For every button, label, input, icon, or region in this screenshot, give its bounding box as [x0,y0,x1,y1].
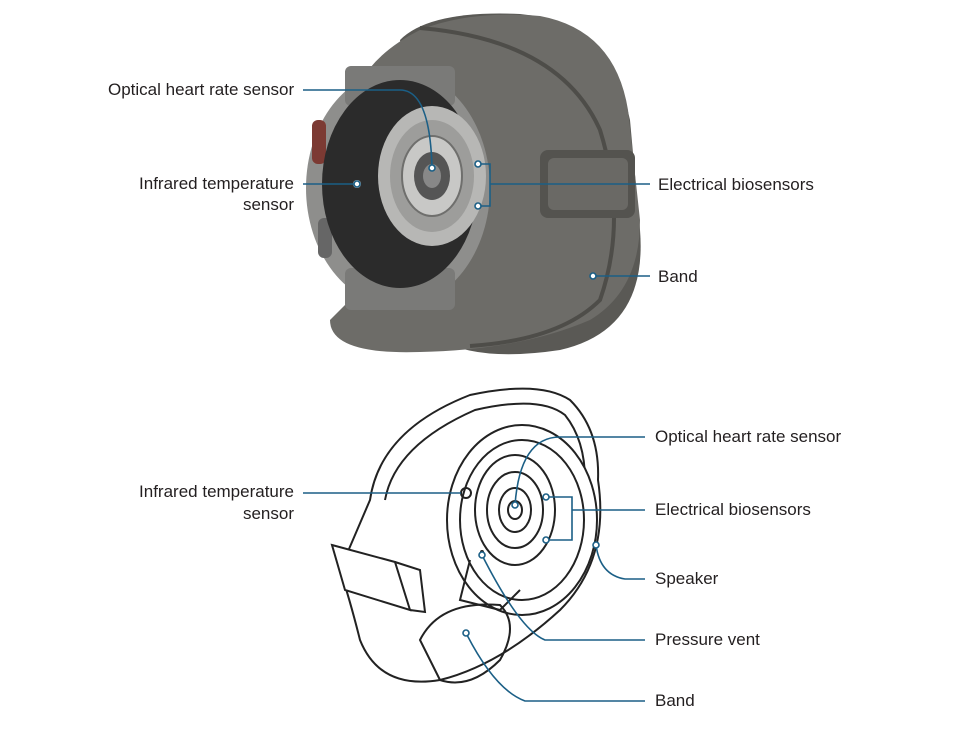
bottom-label-band: Band [655,691,695,710]
leader-bottom-pressure [481,554,645,641]
top-label-band: Band [658,267,698,286]
side-button-top [312,120,326,164]
bottom-label-pressure-vent: Pressure vent [655,630,760,649]
sensor-ring-outer [474,454,556,566]
leader-bottom-electrical [546,496,645,541]
bottom-label-electrical: Electrical biosensors [655,500,811,519]
watch-case-outline [446,424,598,616]
top-label-infrared-line2: sensor [242,195,294,214]
bottom-label-infrared-line1: Infrared temperature [139,482,294,501]
leader-top-optical [303,89,433,169]
leader-bottom-band [465,632,645,702]
leader-bottom-optical [514,436,645,506]
bottom-label-optical-hr: Optical heart rate sensor [655,427,842,446]
top-label-infrared-line1: Infrared temperature [139,174,294,193]
top-label-optical-hr: Optical heart rate sensor [108,80,295,99]
top-label-electrical: Electrical biosensors [658,175,814,194]
bottom-label-speaker: Speaker [655,569,719,588]
leader-top-electrical [478,163,650,207]
leader-bottom-speaker [595,544,645,580]
side-button-bottom [318,218,332,258]
bottom-label-infrared-line2: sensor [242,504,294,523]
